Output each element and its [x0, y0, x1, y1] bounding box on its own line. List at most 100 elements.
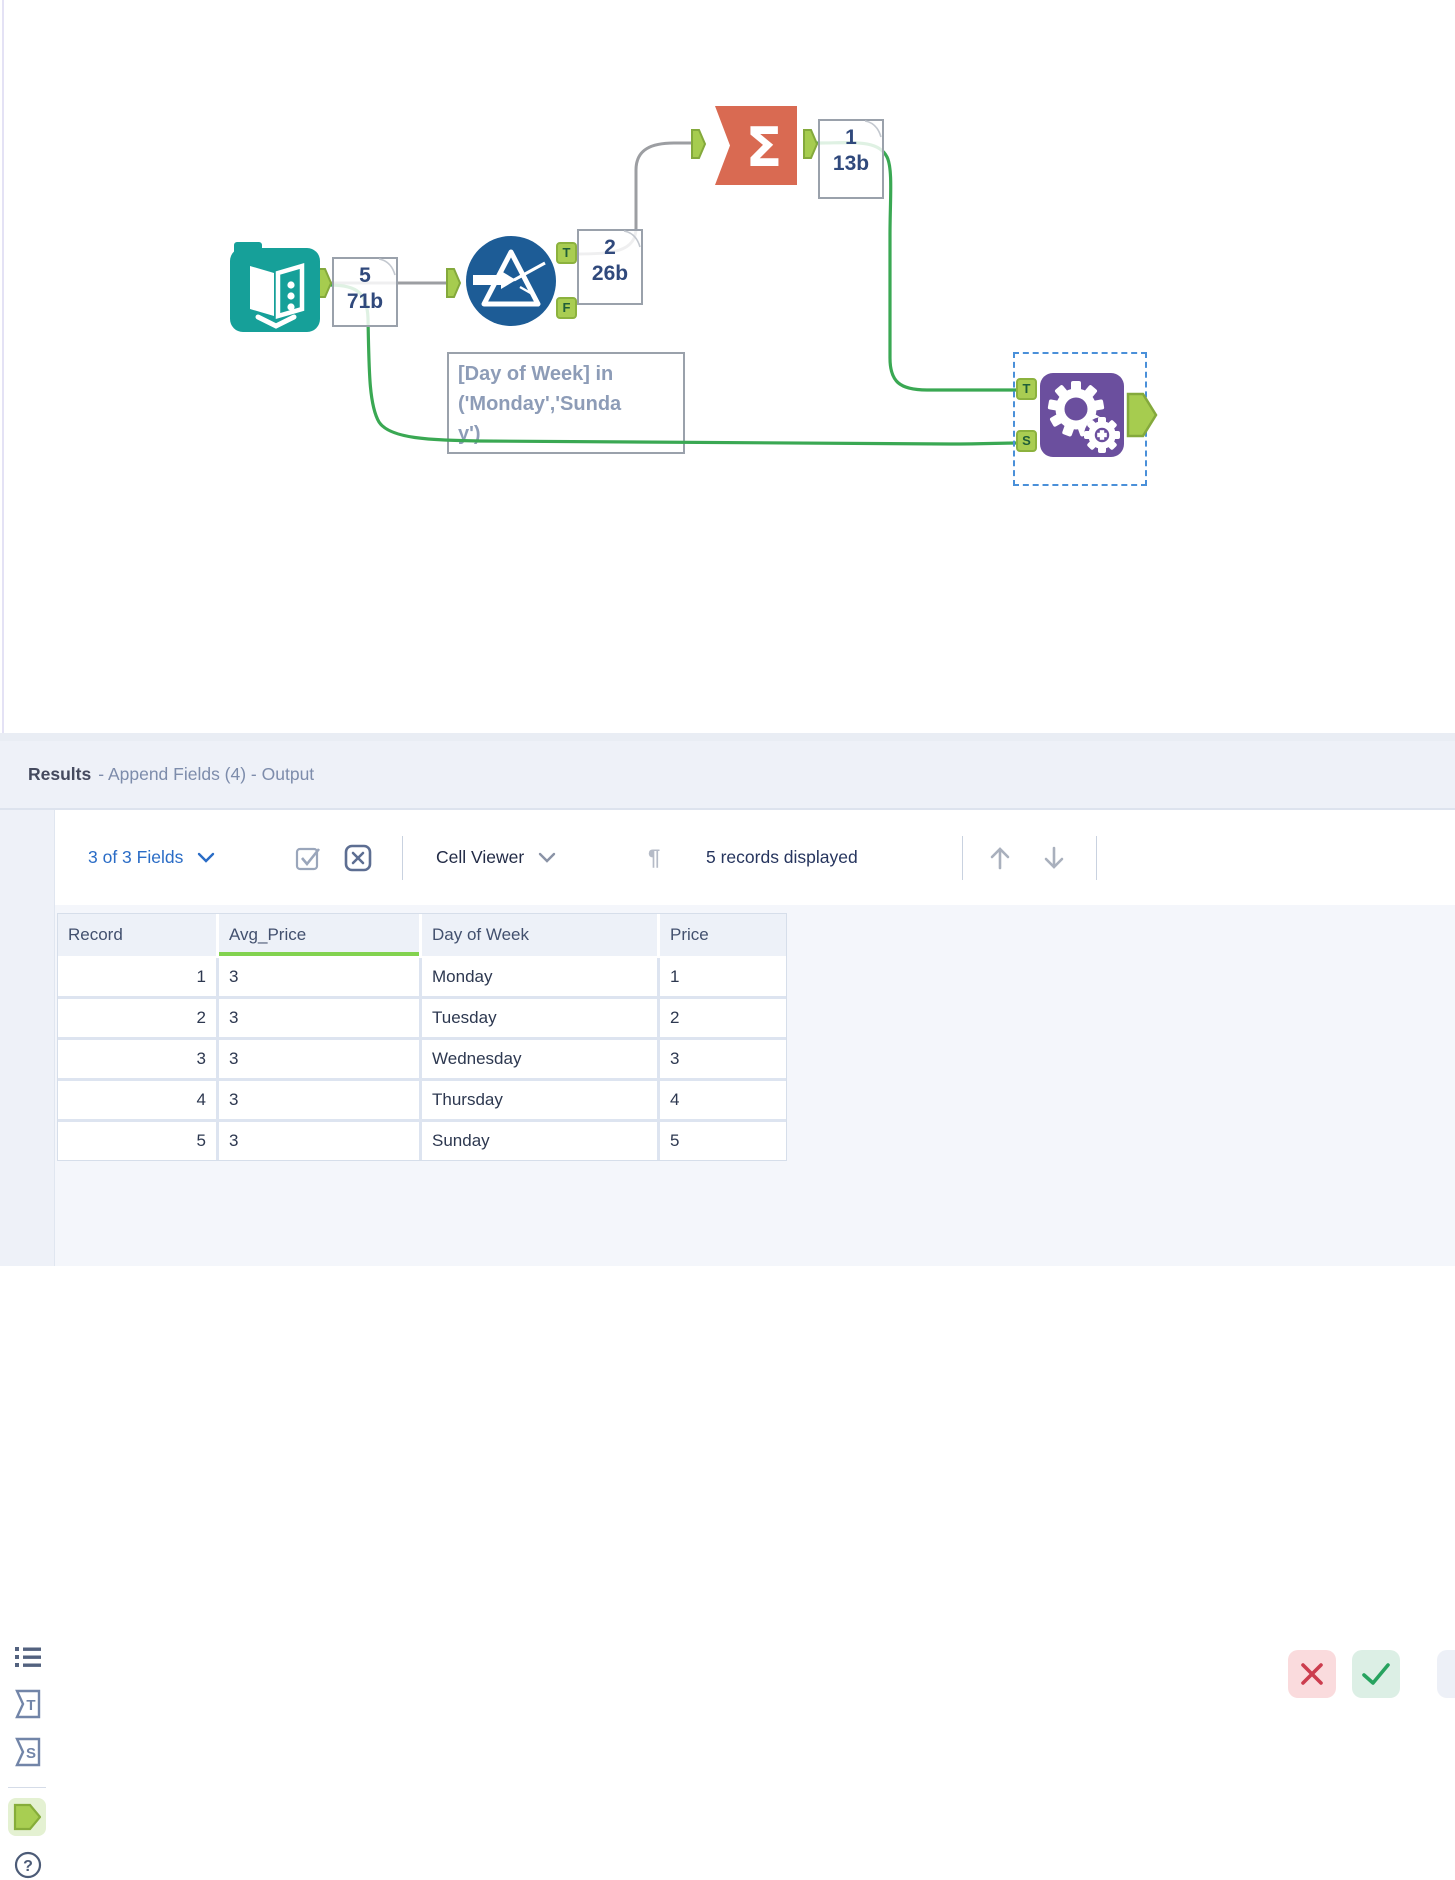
- new-field-highlight: [219, 952, 419, 956]
- true-filter-button[interactable]: [1352, 1650, 1400, 1698]
- x-icon: [1301, 1663, 1323, 1685]
- table-cell[interactable]: 3: [660, 1040, 786, 1078]
- column-header-price[interactable]: Price: [660, 914, 786, 956]
- filter-tool-icon[interactable]: [464, 234, 558, 328]
- help-icon[interactable]: ?: [13, 1850, 43, 1880]
- show-whitespace-toggle[interactable]: ¶: [648, 810, 660, 905]
- summarize-record-annotation[interactable]: 1 13b: [818, 119, 884, 199]
- summarize-output-anchor[interactable]: [803, 128, 819, 160]
- table-cell[interactable]: Tuesday: [422, 999, 657, 1037]
- filter-input-anchor[interactable]: [446, 267, 462, 299]
- table-header-row: Record Avg_Price Day of Week Price: [58, 914, 786, 958]
- gear-small-plus-icon: [1084, 417, 1120, 453]
- filter-true-anchor[interactable]: T: [556, 242, 577, 264]
- append-fields-tool-icon[interactable]: [1040, 373, 1124, 457]
- filter-record-annotation[interactable]: 2 26b: [577, 229, 643, 305]
- table-cell[interactable]: 3: [219, 1040, 419, 1078]
- cell-viewer-label: Cell Viewer: [436, 847, 525, 867]
- table-cell[interactable]: 2: [660, 999, 786, 1037]
- wire-input-to-append-s[interactable]: [328, 283, 1020, 446]
- results-panel-header: Results - Append Fields (4) - Output: [0, 741, 1455, 808]
- table-cell[interactable]: 5: [660, 1122, 786, 1160]
- table-cell[interactable]: 5: [58, 1122, 216, 1160]
- column-header-avg-price[interactable]: Avg_Price: [219, 914, 419, 956]
- summarize-tool-icon[interactable]: Σ: [712, 104, 800, 188]
- table-cell[interactable]: 2: [58, 999, 216, 1037]
- pilcrow-icon: ¶: [648, 844, 661, 870]
- input-anchor-t-icon[interactable]: T: [13, 1689, 43, 1719]
- chevron-down-icon: [198, 852, 215, 863]
- column-header-record[interactable]: Record: [58, 914, 216, 956]
- deselect-fields-icon[interactable]: [344, 810, 372, 905]
- records-displayed-status: 5 records displayed: [706, 847, 858, 867]
- canvas-left-border: [2, 0, 4, 733]
- table-cell[interactable]: 3: [58, 1040, 216, 1078]
- table-cell[interactable]: 1: [58, 958, 216, 996]
- table-cell[interactable]: 3: [219, 999, 419, 1037]
- select-all-fields-icon[interactable]: [295, 810, 323, 905]
- header-divider: [0, 808, 1455, 810]
- table-cell[interactable]: 4: [58, 1081, 216, 1119]
- sigma-glyph: Σ: [746, 116, 783, 179]
- help-glyph: ?: [23, 1858, 33, 1875]
- filter-false-anchor[interactable]: F: [556, 297, 577, 319]
- input-data-tool-icon[interactable]: [228, 240, 322, 334]
- comment-line: ('Monday','Sunda: [458, 393, 622, 415]
- table-cell[interactable]: 4: [660, 1081, 786, 1119]
- toolbar-divider: [1096, 836, 1097, 880]
- table-cell[interactable]: Wednesday: [422, 1040, 657, 1078]
- table-cell[interactable]: Sunday: [422, 1122, 657, 1160]
- search-icon: [1437, 1650, 1455, 1698]
- search-button[interactable]: [1437, 1650, 1455, 1698]
- workflow-canvas[interactable]: [Day of Week] in ('Monday','Sunda y') 5 …: [0, 0, 1455, 733]
- sidebar-divider: [8, 1787, 46, 1788]
- fields-dropdown-label: 3 of 3 Fields: [88, 847, 184, 867]
- table-cell[interactable]: Thursday: [422, 1081, 657, 1119]
- input-record-annotation[interactable]: 5 71b: [332, 257, 398, 327]
- column-header-day-of-week[interactable]: Day of Week: [422, 914, 657, 956]
- append-output-anchor[interactable]: [1126, 392, 1159, 440]
- summarize-input-anchor[interactable]: [691, 128, 707, 160]
- table-cell[interactable]: 1: [660, 958, 786, 996]
- cell-viewer-dropdown[interactable]: Cell Viewer: [436, 810, 556, 905]
- record-size: 26b: [591, 262, 629, 285]
- metadata-list-icon[interactable]: [13, 1642, 43, 1672]
- output-anchor-icon-selected[interactable]: [8, 1798, 46, 1836]
- comment-line: [Day of Week] in: [458, 363, 614, 385]
- results-toolbar: 3 of 3 Fields Cell Viewer ¶ 5 records di…: [55, 810, 1455, 1698]
- record-count: 2: [604, 236, 616, 259]
- annotation-fold-icon: [623, 230, 641, 248]
- filter-annotation-comment[interactable]: [Day of Week] in ('Monday','Sunda y'): [447, 352, 685, 454]
- panel-splitter[interactable]: [0, 733, 1455, 741]
- record-count: 5: [359, 264, 371, 287]
- results-title: Results: [28, 764, 92, 784]
- column-header-label: Avg_Price: [229, 925, 307, 944]
- false-filter-button[interactable]: [1288, 1650, 1336, 1698]
- table-cell[interactable]: 3: [219, 958, 419, 996]
- anchor-letter: T: [26, 1697, 35, 1714]
- move-up-icon[interactable]: [986, 810, 1014, 905]
- table-cell[interactable]: Monday: [422, 958, 657, 996]
- record-size: 13b: [832, 152, 870, 175]
- results-subtitle: - Append Fields (4) - Output: [98, 764, 315, 784]
- table-cell[interactable]: 3: [219, 1081, 419, 1119]
- input-anchor-s-icon[interactable]: S: [13, 1737, 43, 1767]
- table-cell[interactable]: 3: [219, 1122, 419, 1160]
- annotation-fold-icon: [864, 120, 882, 138]
- check-icon: [1362, 1663, 1390, 1685]
- toolbar-divider: [402, 836, 403, 880]
- append-s-input-anchor[interactable]: S: [1016, 430, 1037, 452]
- append-t-input-anchor[interactable]: T: [1016, 378, 1037, 400]
- annotation-fold-icon: [378, 258, 396, 276]
- move-down-icon[interactable]: [1040, 810, 1068, 905]
- record-size: 71b: [346, 290, 384, 313]
- fields-dropdown[interactable]: 3 of 3 Fields: [88, 810, 215, 905]
